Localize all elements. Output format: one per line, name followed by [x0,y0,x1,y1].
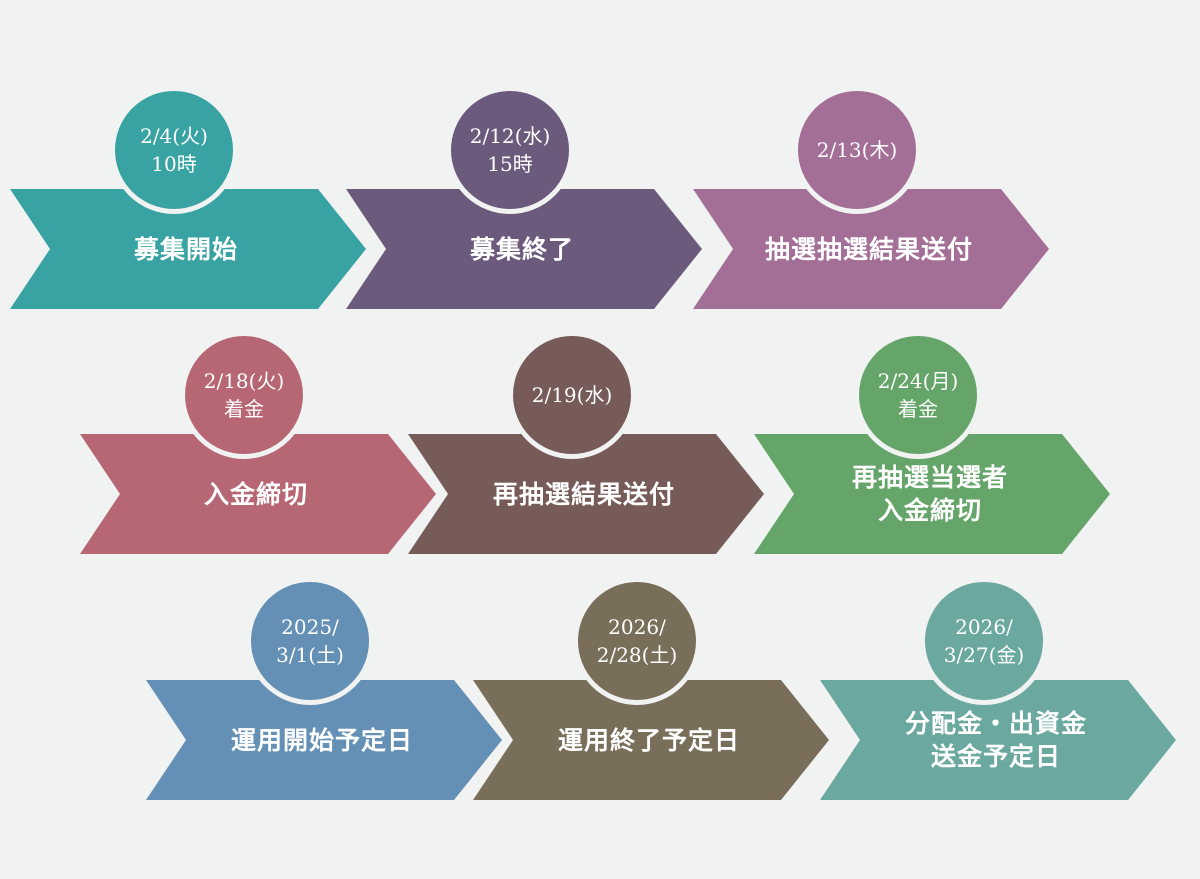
step-label-line: 入金締切 [203,479,308,509]
step-recruitment-end: 募集終了 2/12(水) 15時 [346,86,702,309]
date-circle: 2025/3/1(土) [246,577,374,705]
step-label-line: 再抽選当選者 [851,463,1008,492]
date-line: 2026/ [955,615,1013,639]
step-label: 入金締切 [100,434,412,554]
date-line: 2/12(水) [469,124,551,148]
date-line: 3/1(土) [276,643,344,667]
date-circle: 2/18(火) 着金 [180,331,308,459]
step-label-line: 抽選抽選結果送付 [764,234,973,264]
step-label-line: 募集開始 [133,234,238,264]
date-circle: 2026/2/28(土) [573,577,701,705]
chevron-arrow-shape [754,434,1110,554]
date-circle: 2/12(水) 15時 [446,86,574,214]
step-label-line: 送金予定日 [930,742,1061,771]
step-label-line: 分配金・出資金 [904,709,1087,738]
date-line: 15時 [487,152,533,176]
chevron-arrow-fill [80,434,436,554]
chevron-arrow-fill [10,189,366,309]
chevron-arrow-fill [820,680,1176,800]
date-line: 2/13(木) [816,138,898,162]
date-line: 2/18(火) [203,369,285,393]
step-label-line: 募集終了 [469,234,574,264]
step-label-line: 運用終了予定日 [557,725,740,755]
step-label-line: 入金締切 [877,496,982,525]
step-relottery-result: 再抽選結果送付 2/19(水) [408,331,764,554]
date-line: 2025/ [281,615,339,639]
chevron-arrow-shape [408,434,764,554]
step-label: 運用終了予定日 [493,680,805,800]
chevron-arrow-shape [80,434,436,554]
step-label: 運用開始予定日 [166,680,478,800]
step-lottery-result: 抽選抽選結果送付 2/13(木) [693,86,1049,309]
date-line: 着金 [898,397,938,421]
step-label: 募集終了 [366,189,678,309]
chevron-arrow-fill [146,680,502,800]
chevron-arrow-shape [820,680,1176,800]
step-label-line: 再抽選結果送付 [492,479,675,509]
chevron-arrow-shape [10,189,366,309]
date-line: 2/28(土) [596,643,678,667]
chevron-arrow-shape [473,680,829,800]
chevron-arrow-shape [146,680,502,800]
date-line: 2/4(火) [140,124,208,148]
chevron-arrow-fill [346,189,702,309]
step-label: 再抽選当選者入金締切 [774,434,1086,554]
step-recruitment-start: 募集開始 2/4(火) 10時 [10,86,366,309]
date-circle: 2/4(火) 10時 [110,86,238,214]
step-label: 募集開始 [30,189,342,309]
step-label: 再抽選結果送付 [428,434,740,554]
step-operation-end: 運用終了予定日 2026/2/28(土) [473,577,829,800]
date-circle: 2/19(水) [508,331,636,459]
date-line: 2/24(月) [877,369,959,393]
chevron-arrow-fill [473,680,829,800]
chevron-arrow-fill [693,189,1049,309]
date-line: 3/27(金) [943,643,1025,667]
step-label-line: 運用開始予定日 [230,725,413,755]
date-line: 2026/ [608,615,666,639]
date-circle: 2/13(木) [793,86,921,214]
chevron-arrow-fill [754,434,1110,554]
chevron-arrow-shape [693,189,1049,309]
step-relottery-payment-deadline: 再抽選当選者入金締切 2/24(月) 着金 [754,331,1110,554]
date-circle: 2026/3/27(金) [920,577,1048,705]
step-label: 分配金・出資金送金予定日 [840,680,1152,800]
step-operation-start: 運用開始予定日 2025/3/1(土) [146,577,502,800]
date-line: 2/19(水) [531,383,613,407]
date-circle: 2/24(月) 着金 [854,331,982,459]
chevron-arrow-shape [346,189,702,309]
step-payment-deadline: 入金締切 2/18(火) 着金 [80,331,436,554]
chevron-arrow-fill [408,434,764,554]
date-line: 着金 [224,397,264,421]
step-label: 抽選抽選結果送付 [713,189,1025,309]
date-line: 10時 [151,152,197,176]
